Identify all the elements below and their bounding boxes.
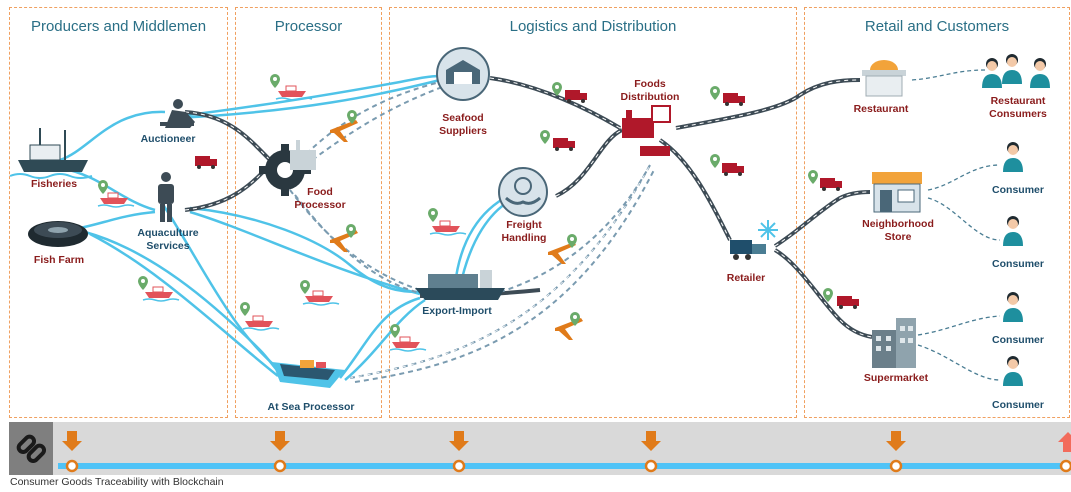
snowflake-icon [758, 220, 778, 240]
fish-farm-icon [28, 221, 88, 247]
auctioneer-icon [160, 99, 195, 128]
blockchain-bar [9, 422, 1071, 475]
truck-icon [722, 163, 744, 176]
restaurant-label: Restaurant [853, 103, 909, 115]
aquaculture-line2: Services [146, 240, 190, 252]
section-retail: Retail and Customers [804, 7, 1070, 418]
consumer-icon [1003, 356, 1023, 386]
supermarket-label: Supermarket [863, 372, 929, 384]
consumer-label: Consumer [992, 334, 1044, 346]
supply-chain-network [9, 47, 1050, 388]
boat-icon [302, 290, 340, 306]
foods-distribution-label: Foods Distribution [612, 78, 688, 104]
consumer-links [911, 69, 1001, 381]
consumer-icon [1003, 216, 1023, 246]
fish-farm-label: Fish Farm [33, 254, 85, 266]
neighborhood-store-label: Neighborhood Store [852, 218, 944, 244]
caption: Consumer Goods Traceability with Blockch… [10, 476, 224, 488]
restaurant-consumers-line1: Restaurant [990, 95, 1046, 107]
truck-icon [565, 90, 587, 103]
food-processor-label: Food Processor [285, 186, 355, 212]
truck-icon [195, 156, 217, 169]
truck-icon [820, 178, 842, 191]
export-import-label: Export-Import [422, 305, 492, 317]
truck-icon [723, 93, 745, 106]
seafood-suppliers-label: Seafood Suppliers [430, 112, 496, 138]
freight-handling-line1: Freight [506, 219, 542, 231]
auctioneer-label: Auctioneer [140, 133, 196, 145]
warehouse-icon [436, 47, 490, 101]
restaurant-icon [862, 60, 906, 97]
cargo-ship-icon [415, 270, 505, 300]
boat-icon [242, 315, 280, 331]
consumer-label: Consumer [992, 184, 1044, 196]
section-processor: Processor [235, 7, 382, 418]
restaurant-consumers-line2: Consumers [989, 108, 1047, 120]
plane-icon [555, 318, 583, 340]
boat-icon [429, 220, 467, 236]
neighborhood-store-line1: Neighborhood [862, 218, 934, 230]
section-title: Producers and Middlemen [30, 18, 207, 35]
consumer-label: Consumer [992, 258, 1044, 270]
gear-factory-icon [259, 140, 316, 196]
chain-link-icon [16, 434, 47, 464]
consumer-icon [1003, 142, 1023, 172]
seafood-suppliers-line2: Suppliers [439, 125, 487, 137]
freight-handling-line2: Handling [501, 232, 547, 244]
section-logistics: Logistics and Distribution [389, 7, 797, 418]
restaurant-consumers-icon [982, 54, 1050, 88]
section-title: Logistics and Distribution [509, 18, 677, 35]
foods-distribution-line2: Distribution [620, 91, 680, 103]
truck-icon [553, 138, 575, 151]
freight-handling-icon [498, 167, 548, 217]
truck-icon [837, 296, 859, 309]
fisheries-label: Fisheries [30, 178, 78, 190]
distribution-factory-icon [622, 105, 671, 156]
aquaculture-person-icon [158, 172, 174, 222]
consumer-icon [1003, 292, 1023, 322]
foods-distribution-line1: Foods [634, 78, 666, 90]
aquaculture-label: Aquaculture Services [128, 227, 208, 253]
boat-icon [275, 85, 313, 101]
fishing-boat-icon [9, 128, 93, 179]
shop-icon [872, 172, 922, 213]
seafood-suppliers-line1: Seafood [442, 112, 484, 124]
chain-link-tile [9, 422, 53, 475]
food-processor-line1: Food [307, 186, 333, 198]
at-sea-processor-icon [272, 360, 345, 388]
freight-handling-label: Freight Handling [492, 219, 556, 245]
section-title: Retail and Customers [864, 18, 1010, 35]
section-title: Processor [274, 18, 343, 35]
boat-icon [389, 336, 427, 352]
neighborhood-store-line2: Store [884, 231, 912, 243]
retailer-label: Retailer [726, 272, 766, 284]
at-sea-processor-label: At Sea Processor [267, 401, 355, 413]
forklift-icon [730, 240, 766, 260]
building-icon [872, 318, 916, 368]
consumer-label: Consumer [992, 399, 1044, 411]
aquaculture-line1: Aquaculture [137, 227, 199, 239]
food-processor-line2: Processor [294, 199, 346, 211]
restaurant-consumers-label: Restaurant Consumers [980, 95, 1056, 121]
